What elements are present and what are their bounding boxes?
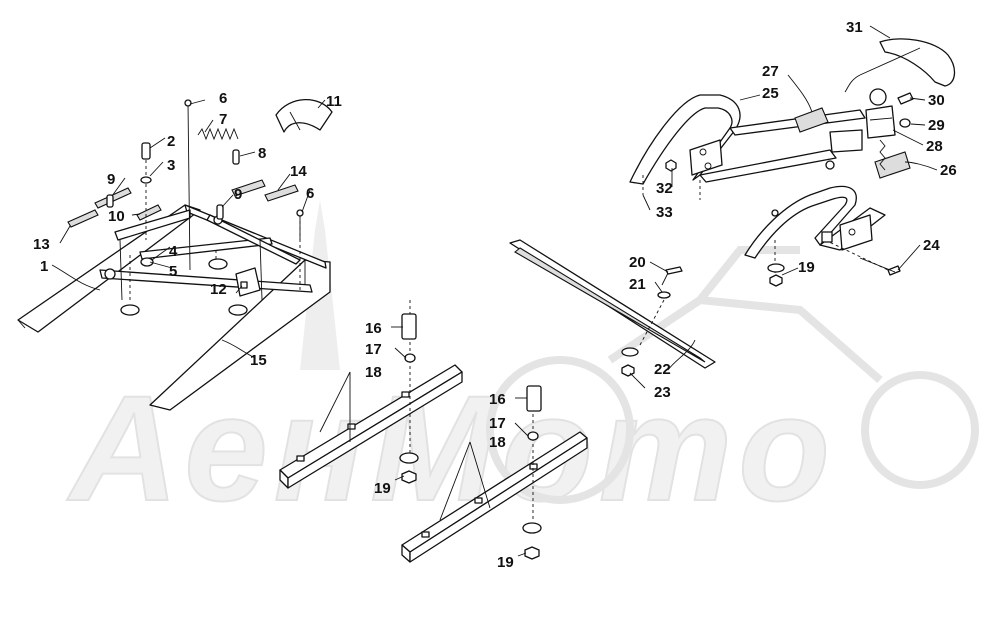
grab-handle-31 — [879, 38, 956, 87]
callout-30: 30 — [928, 92, 945, 109]
pin-6 — [187, 102, 191, 271]
safety-chain — [879, 139, 886, 171]
callout-1: 1 — [40, 258, 48, 275]
callout-9-left: 9 — [107, 171, 115, 188]
nut-19c — [769, 274, 783, 287]
callout-28: 28 — [926, 138, 943, 155]
screw-20 — [665, 266, 683, 275]
latch-12 — [235, 267, 261, 297]
callout-24: 24 — [923, 237, 940, 254]
snow-flap-assembly — [509, 239, 716, 377]
washer-21 — [657, 291, 671, 299]
wear-pad-10 — [136, 204, 162, 221]
callout-18-lower: 18 — [489, 434, 506, 451]
nut-19a — [401, 470, 417, 484]
callout-22: 22 — [654, 361, 671, 378]
callout-26: 26 — [940, 162, 957, 179]
callout-13: 13 — [33, 236, 50, 253]
callout-14: 14 — [290, 163, 307, 180]
callout-10: 10 — [108, 208, 125, 225]
spacer-16a — [401, 313, 417, 340]
callout-8: 8 — [258, 145, 266, 162]
washer-29 — [899, 118, 911, 128]
leader-lines — [51, 25, 938, 557]
callout-16-upper: 16 — [365, 320, 382, 337]
front-crossmember — [99, 269, 313, 293]
callout-11: 11 — [326, 93, 342, 110]
wear-pad-14b — [264, 184, 299, 202]
callout-32: 32 — [656, 180, 673, 197]
callout-5: 5 — [169, 263, 177, 280]
runner-bar-lower — [401, 385, 588, 563]
callout-33: 33 — [656, 204, 673, 221]
callout-7: 7 — [219, 111, 227, 128]
screw-17b — [527, 431, 539, 441]
callout-6-right: 6 — [306, 185, 314, 202]
callout-12: 12 — [210, 281, 227, 298]
rear-bumper-25 — [629, 94, 741, 185]
wear-pad-13 — [67, 209, 99, 228]
hitch-ring-28 — [869, 88, 887, 106]
bolt-8 — [232, 149, 240, 165]
bolt-24 — [887, 265, 901, 276]
grip-tape-27 — [794, 107, 829, 133]
bolt-32 — [665, 159, 677, 172]
callout-21: 21 — [629, 276, 646, 293]
spring-7 — [197, 127, 239, 141]
bolt-9 — [216, 204, 224, 220]
callout-18-upper: 18 — [365, 364, 382, 381]
screw-17a — [404, 353, 416, 363]
callout-2: 2 — [167, 133, 175, 150]
nut-3 — [140, 176, 152, 184]
bolt-30 — [897, 92, 914, 105]
wear-pad-14a — [231, 179, 266, 197]
rack-frame-assembly — [17, 99, 333, 411]
callout-4: 4 — [169, 243, 178, 260]
callout-3: 3 — [167, 157, 175, 174]
spacer-16b — [526, 385, 542, 412]
rear-bumper-assembly — [629, 38, 956, 287]
callout-17-lower: 17 — [489, 415, 506, 432]
callout-27: 27 — [762, 63, 779, 80]
callout-19-upper: 19 — [374, 480, 391, 497]
callout-15: 15 — [250, 352, 267, 369]
callout-29: 29 — [928, 117, 945, 134]
callout-9-right: 9 — [234, 186, 242, 203]
callout-31: 31 — [846, 19, 863, 36]
nut-19b — [524, 546, 540, 560]
callout-labels: 1 2 3 4 5 6 6 7 8 9 9 10 11 12 13 14 15 … — [33, 19, 957, 571]
pad-cap-11 — [275, 99, 333, 133]
callout-19-lower: 19 — [497, 554, 514, 571]
nut-23 — [621, 364, 635, 377]
bolt-2 — [141, 142, 151, 160]
grip-tape-26 — [874, 151, 911, 179]
callout-20: 20 — [629, 254, 646, 271]
callout-17-upper: 17 — [365, 341, 382, 358]
nut-4 — [140, 257, 154, 267]
callout-25: 25 — [762, 85, 779, 102]
callout-19-right: 19 — [798, 259, 815, 276]
runner-bar-upper — [279, 300, 463, 489]
callout-6-top: 6 — [219, 90, 227, 107]
callout-16-lower: 16 — [489, 391, 506, 408]
callout-23: 23 — [654, 384, 671, 401]
